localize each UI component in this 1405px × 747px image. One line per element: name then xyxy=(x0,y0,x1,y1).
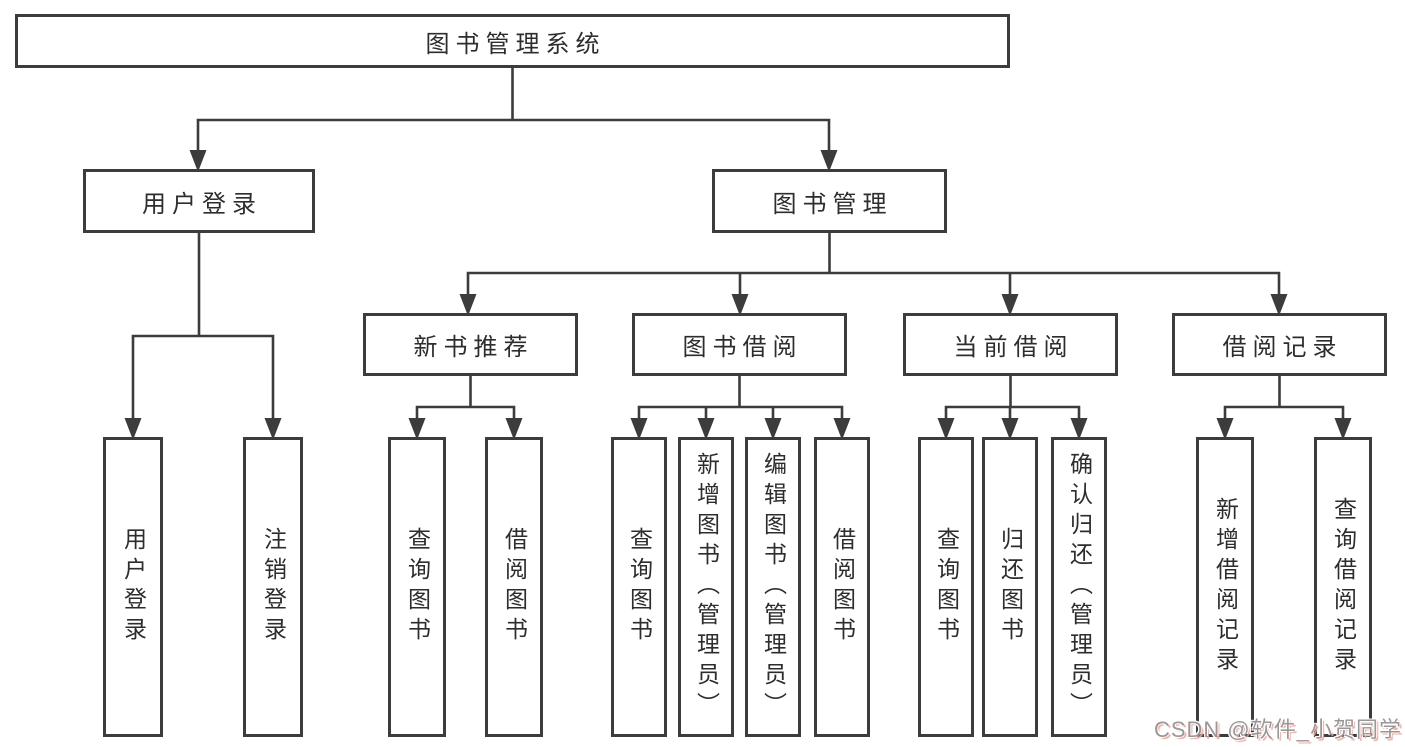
node-label: 图书借阅 xyxy=(682,334,803,361)
node-leaf-query-borrow-record: 查询借阅记录 xyxy=(1314,437,1372,737)
node-leaf-query-books-recommendation: 查询图书 xyxy=(388,437,446,737)
node-label: 图书管理 xyxy=(772,190,893,218)
node-label: 当前借阅 xyxy=(953,334,1074,361)
connector-book-borrowing-to-children xyxy=(630,376,851,440)
node-leaf-edit-book-admin: 编辑图书（管理员） xyxy=(745,437,801,737)
node-leaf-borrow-books-borrowing: 借阅图书 xyxy=(814,437,870,737)
node-label: 查询图书 xyxy=(933,527,960,647)
node-leaf-add-book-admin: 新增图书（管理员） xyxy=(678,437,734,737)
node-label: 借阅图书 xyxy=(829,527,856,647)
node-book-management: 图书管理 xyxy=(712,169,947,233)
node-label: 归还图书 xyxy=(997,527,1024,647)
node-leaf-query-books-borrowing: 查询图书 xyxy=(611,437,667,737)
node-borrowing-records: 借阅记录 xyxy=(1172,313,1387,376)
node-label: 查询借阅记录 xyxy=(1330,497,1357,677)
connector-borrowing-records-to-children xyxy=(1216,376,1352,440)
node-leaf-query-books-current: 查询图书 xyxy=(918,437,974,737)
node-label: 图书管理系统 xyxy=(425,30,606,58)
node-label: 新书推荐 xyxy=(413,334,534,361)
node-new-book-recommendation: 新书推荐 xyxy=(363,313,578,376)
node-label: 编辑图书（管理员） xyxy=(760,452,787,722)
connector-root-to-level1 xyxy=(189,68,838,172)
connector-user-login-to-children xyxy=(124,233,282,440)
node-label: 确认归还（管理员） xyxy=(1066,452,1093,722)
csdn-watermark: CSDN @软件_小贺同学 xyxy=(1153,717,1402,742)
connector-book-management-to-level2 xyxy=(459,233,1288,316)
node-user-login: 用户登录 xyxy=(83,169,315,233)
node-label: 注销登录 xyxy=(260,527,287,647)
node-label: 查询图书 xyxy=(626,527,653,647)
connector-new-book-recommendation-to-children xyxy=(408,376,523,440)
node-label: 借阅图书 xyxy=(501,527,528,647)
node-current-borrowing: 当前借阅 xyxy=(903,313,1118,376)
node-leaf-logout: 注销登录 xyxy=(243,437,303,737)
node-leaf-confirm-return-admin: 确认归还（管理员） xyxy=(1051,437,1107,737)
node-label: 新增图书（管理员） xyxy=(693,452,720,722)
node-label: 用户登录 xyxy=(120,527,147,647)
node-leaf-borrow-books-recommendation: 借阅图书 xyxy=(485,437,543,737)
node-book-borrowing: 图书借阅 xyxy=(632,313,847,376)
node-label: 用户登录 xyxy=(142,190,262,218)
node-leaf-user-login: 用户登录 xyxy=(103,437,163,737)
node-library-management-system: 图书管理系统 xyxy=(15,14,1010,68)
node-label: 借阅记录 xyxy=(1222,334,1343,361)
node-leaf-add-borrow-record: 新增借阅记录 xyxy=(1196,437,1254,737)
node-leaf-return-books: 归还图书 xyxy=(982,437,1038,737)
node-label: 查询图书 xyxy=(404,527,431,647)
connector-current-borrowing-to-children xyxy=(937,376,1088,440)
node-label: 新增借阅记录 xyxy=(1212,497,1239,677)
